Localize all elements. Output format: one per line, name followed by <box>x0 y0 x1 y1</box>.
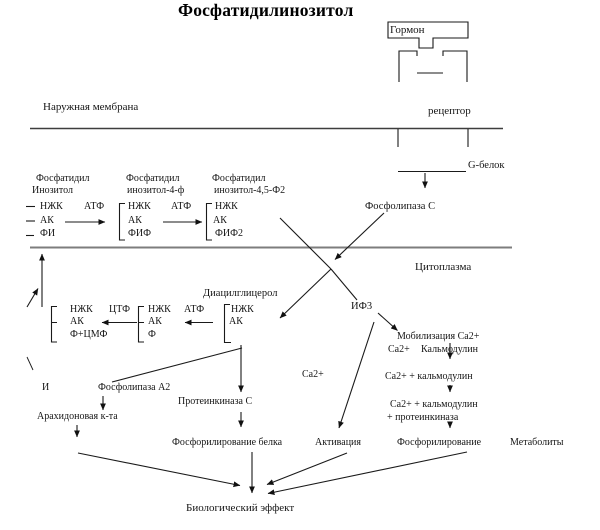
metabolites-label: Метаболиты <box>510 437 564 448</box>
g-protein-label: G-белок <box>468 160 505 171</box>
pi-cofactor-2: АТФ <box>171 201 192 212</box>
dag-group2-row1: НЖК <box>148 304 171 315</box>
dag-cofactor-2: АТФ <box>184 304 205 315</box>
proteinkinase-c-label: Протеинкиназа С <box>178 396 253 407</box>
dag-group2-bracket <box>137 305 144 343</box>
phospholipase-a2-label: Фосфолипаза А2 <box>98 382 171 393</box>
mobilization-label: Мобилизация Са2+ <box>397 331 480 342</box>
ca2-left-label: Са2+ <box>302 369 324 380</box>
ca2-row-label: Са2+ <box>388 344 410 355</box>
calmodulin-label: Кальмодулин <box>421 344 478 355</box>
pi-group1-title1: Фосфатидил <box>36 173 90 184</box>
hormone-shape <box>387 21 469 49</box>
diagram-title: Фосфатидилинозитол <box>178 0 354 20</box>
dag-to-pla2-line <box>111 347 243 383</box>
ca-calmodulin-label-1: Са2+ + кальмодулин <box>385 371 473 382</box>
pi-group2-title1: Фосфатидил <box>126 173 180 184</box>
protein-phosphorylation-label: Фосфорилирование белка <box>172 437 283 448</box>
biological-effect-label: Биологический эффект <box>186 502 295 514</box>
recycle-join-arrow <box>26 288 39 308</box>
pi-group1-dashes <box>26 205 35 237</box>
pi-group2-row1: НЖК <box>128 201 151 212</box>
pi-group3-title2: инозитол-4,5-Ф2 <box>214 185 286 196</box>
pi-group3-row3: ФИФ2 <box>215 228 244 239</box>
pi-group1-row3: ФИ <box>40 228 56 239</box>
dag-group1-bracket <box>50 305 57 343</box>
activation-label: Активация <box>315 437 362 448</box>
pi-group1-row1: НЖК <box>40 201 63 212</box>
fif2-split-lines <box>279 217 358 319</box>
pi-group2-row3: ФИФ <box>128 228 152 239</box>
pi-group3-title1: Фосфатидил <box>212 173 266 184</box>
outer-membrane-label: Наружная мембрана <box>43 101 139 113</box>
dag-group1-row3: Ф+ЦМФ <box>70 329 108 340</box>
phospholipase-c-label: Фосфолипаза С <box>365 201 436 212</box>
dag-group3-row1: НЖК <box>231 304 254 315</box>
pi-group1-row2: АК <box>40 215 54 226</box>
biological-effect-arrows <box>77 451 468 496</box>
receptor-shape <box>398 50 468 82</box>
if3-to-mobilization-arrow <box>377 312 398 331</box>
dag-group3-row2: АК <box>229 316 243 327</box>
pi-group3-row2: АК <box>213 215 227 226</box>
cytoplasm-label: Цитоплазма <box>415 261 472 273</box>
dag-group1-row1: НЖК <box>70 304 93 315</box>
dag-group3-bracket <box>223 303 231 344</box>
diacylglycerol-label: Диацилглицерол <box>203 288 278 299</box>
ca-calmodulin-label-2: Са2+ + кальмодулин <box>390 399 478 410</box>
arachidonic-acid-label: Арахидоновая к-та <box>37 411 118 422</box>
dag-group2-row2: АК <box>148 316 162 327</box>
pi-group2-bracket <box>118 202 125 241</box>
and-marker-label: И <box>42 382 50 393</box>
if3-label: ИФ3 <box>351 301 373 312</box>
phosphorylation-label: Фосфорилирование <box>397 437 482 448</box>
dag-group2-row3: Ф <box>148 329 156 340</box>
stray-segment <box>26 356 34 371</box>
pi-cofactor-1: АТФ <box>84 201 105 212</box>
dag-cofactor-1: ЦТФ <box>109 304 131 315</box>
dag-group1-row2: АК <box>70 316 84 327</box>
plc-action-arrow <box>334 212 385 260</box>
pi-group2-title2: инозитол-4-ф <box>127 185 185 196</box>
receptor-label: рецептор <box>428 105 471 117</box>
pi-group3-bracket <box>205 202 212 241</box>
pi-group1-title2: Инозитол <box>32 185 73 196</box>
pi-group2-row2: АК <box>128 215 142 226</box>
hormone-label: Гормон <box>390 24 425 36</box>
pi-group3-row1: НЖК <box>215 201 238 212</box>
if3-to-activation-arrow <box>338 321 375 429</box>
plus-proteinkinase-label: + протеинкиназа <box>387 412 459 423</box>
